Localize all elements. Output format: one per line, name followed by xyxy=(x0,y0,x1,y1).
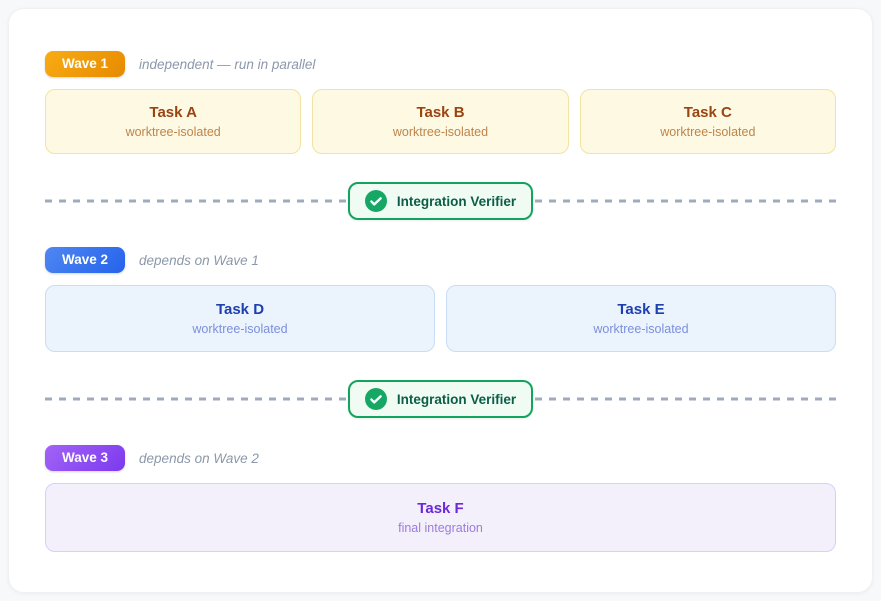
wave-3-note: depends on Wave 2 xyxy=(139,450,259,466)
task-subtitle: worktree-isolated xyxy=(593,322,689,336)
verifier-label: Integration Verifier xyxy=(396,391,517,407)
task-subtitle: worktree-isolated xyxy=(660,125,756,139)
diagram-panel: Wave 1 independent — run in parallel Tas… xyxy=(8,8,873,593)
task-title: Task F xyxy=(417,500,464,517)
task-title: Task C xyxy=(683,104,732,121)
wave-section-1: Wave 1 independent — run in parallel Tas… xyxy=(45,51,836,154)
task-title: Task D xyxy=(215,301,265,318)
task-title: Task A xyxy=(149,104,197,121)
verifier-label: Integration Verifier xyxy=(396,193,517,209)
wave-3-task-row: Task F final integration xyxy=(45,483,836,552)
task-card-d: Task D worktree-isolated xyxy=(45,285,435,352)
wave-1-header: Wave 1 independent — run in parallel xyxy=(45,51,836,77)
wave-separator-1: Integration Verifier xyxy=(45,182,836,220)
check-circle-icon xyxy=(364,388,387,410)
task-card-a: Task A worktree-isolated xyxy=(45,89,302,154)
wave-1-task-row: Task A worktree-isolated Task B worktree… xyxy=(45,89,836,154)
task-subtitle: worktree-isolated xyxy=(392,125,489,139)
task-title: Task E xyxy=(617,301,665,318)
wave-section-3: Wave 3 depends on Wave 2 Task F final in… xyxy=(45,445,836,552)
task-card-b: Task B worktree-isolated xyxy=(312,89,569,154)
wave-1-note: independent — run in parallel xyxy=(139,56,316,72)
wave-1-badge: Wave 1 xyxy=(45,51,126,77)
wave-2-note: depends on Wave 1 xyxy=(139,252,259,268)
task-card-e: Task E worktree-isolated xyxy=(446,285,836,352)
task-card-c: Task C worktree-isolated xyxy=(579,89,836,154)
wave-2-task-row: Task D worktree-isolated Task E worktree… xyxy=(45,285,836,352)
task-title: Task B xyxy=(416,104,465,121)
wave-2-badge: Wave 2 xyxy=(45,247,126,273)
check-circle-icon xyxy=(364,190,387,212)
wave-3-badge: Wave 3 xyxy=(45,445,126,471)
wave-separator-2: Integration Verifier xyxy=(45,380,836,418)
task-subtitle: worktree-isolated xyxy=(125,125,221,139)
integration-verifier-badge-2: Integration Verifier xyxy=(347,380,534,418)
wave-section-2: Wave 2 depends on Wave 1 Task D worktree… xyxy=(45,247,836,352)
integration-verifier-badge-1: Integration Verifier xyxy=(347,182,534,220)
task-subtitle: worktree-isolated xyxy=(192,322,288,336)
task-subtitle: final integration xyxy=(398,521,483,535)
wave-2-header: Wave 2 depends on Wave 1 xyxy=(45,247,836,273)
wave-3-header: Wave 3 depends on Wave 2 xyxy=(45,445,836,471)
task-card-f: Task F final integration xyxy=(45,483,836,552)
